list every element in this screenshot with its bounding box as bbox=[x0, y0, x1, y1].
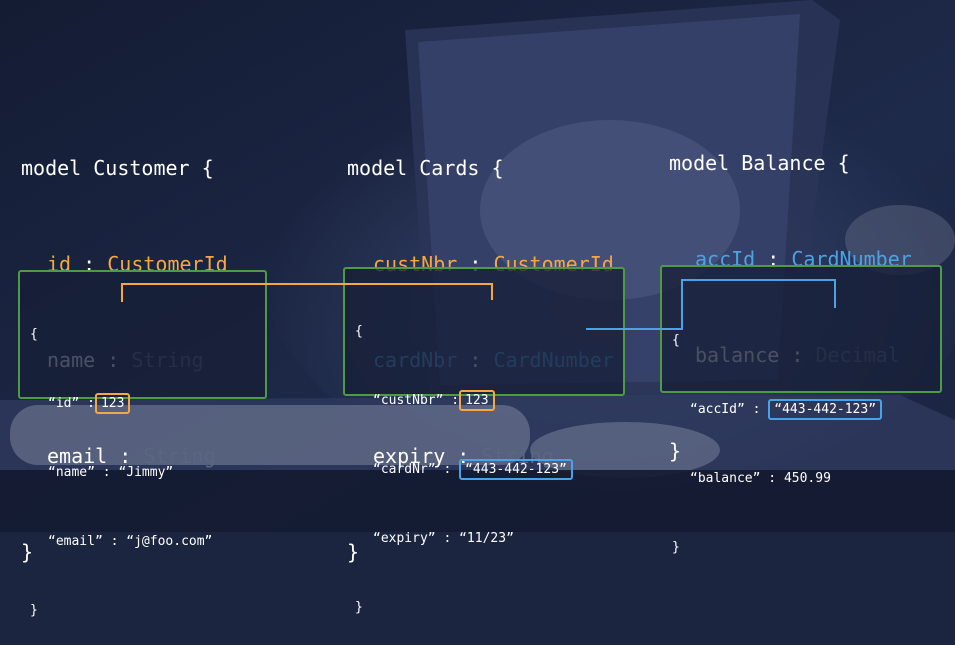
json-key: “custNbr” bbox=[373, 393, 444, 408]
json-row: “balance” : 450.99 bbox=[672, 467, 882, 490]
balance-instance-json: { “accId” : “443-442-123” “balance” : 45… bbox=[672, 283, 883, 582]
brace-close: } bbox=[672, 540, 680, 555]
brace-open: { bbox=[30, 327, 38, 342]
json-key: “id” bbox=[48, 396, 80, 411]
json-sep: : bbox=[110, 534, 119, 549]
json-value: “11/23” bbox=[459, 531, 514, 546]
model-name: Balance bbox=[741, 151, 826, 175]
field-type: String bbox=[481, 444, 554, 468]
model-keyword: model bbox=[347, 156, 408, 180]
customer-id-value-highlight: 123 bbox=[459, 390, 495, 411]
field-sep: : bbox=[119, 444, 132, 468]
customer-instance-json: { “id” :123 “name” : “Jimmy” “email” : “… bbox=[30, 277, 212, 645]
field-name: email bbox=[47, 444, 108, 468]
json-row: “email” : “j@foo.com” bbox=[30, 530, 212, 553]
customer-id-value-highlight: 123 bbox=[94, 393, 131, 414]
json-sep: : bbox=[102, 465, 111, 480]
json-sep: : bbox=[443, 462, 452, 477]
brace-open: { bbox=[837, 151, 850, 175]
json-row: “expiry” : “11/23” bbox=[355, 527, 573, 550]
brace-close: } bbox=[355, 600, 363, 615]
model-keyword: model bbox=[669, 151, 730, 175]
brace-open: { bbox=[672, 333, 680, 348]
brace-open: { bbox=[355, 324, 363, 339]
model-field-row: expiry : String bbox=[347, 440, 614, 472]
card-number-value-highlight: “443-442-123” bbox=[768, 399, 883, 420]
json-row: “cardNr” : “443-442-123” bbox=[355, 458, 573, 481]
json-key: “cardNr” bbox=[373, 462, 436, 477]
field-name: expiry bbox=[373, 444, 446, 468]
json-sep: : bbox=[443, 531, 452, 546]
customer-id-connector bbox=[121, 283, 493, 302]
json-row: “accId” : “443-442-123” bbox=[672, 398, 883, 421]
cards-instance-json: { “custNbr” :123 “cardNr” : “443-442-123… bbox=[355, 274, 573, 642]
json-key: “balance” bbox=[690, 471, 761, 486]
json-key: “expiry” bbox=[373, 531, 436, 546]
json-sep: : bbox=[768, 471, 777, 486]
json-key: “email” bbox=[48, 534, 103, 549]
brace-open: { bbox=[201, 156, 214, 180]
model-field-row: email : String bbox=[21, 440, 228, 472]
model-keyword: model bbox=[21, 156, 82, 180]
brace-close: } bbox=[30, 603, 38, 618]
customer-instance-panel bbox=[18, 270, 267, 399]
brace-close: } bbox=[669, 439, 682, 463]
model-name: Customer bbox=[93, 156, 190, 180]
json-row: “custNbr” :123 bbox=[355, 389, 573, 412]
card-number-value-highlight: “443-442-123” bbox=[459, 459, 573, 480]
cards-instance-panel bbox=[343, 267, 625, 396]
field-type: String bbox=[143, 444, 216, 468]
json-sep: : bbox=[752, 402, 761, 417]
json-key: “accId” bbox=[690, 402, 745, 417]
balance-instance-panel bbox=[660, 265, 942, 393]
card-number-connector bbox=[586, 279, 836, 330]
json-row: “name” : “Jimmy” bbox=[30, 461, 212, 484]
json-sep: : bbox=[451, 393, 460, 408]
json-value: “j@foo.com” bbox=[126, 534, 213, 549]
json-value: “Jimmy” bbox=[118, 465, 174, 480]
relation-connectors bbox=[121, 279, 836, 330]
brace-open: { bbox=[491, 156, 504, 180]
json-sep: : bbox=[87, 396, 95, 411]
json-row: “id” :123 bbox=[30, 392, 212, 415]
json-value: 450.99 bbox=[783, 471, 831, 486]
model-name: Cards bbox=[419, 156, 480, 180]
json-key: “name” bbox=[48, 465, 95, 480]
